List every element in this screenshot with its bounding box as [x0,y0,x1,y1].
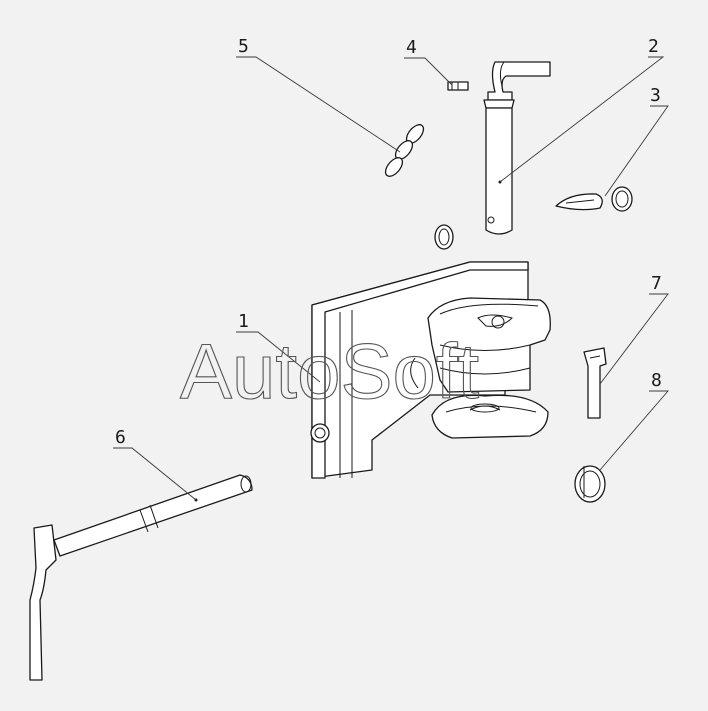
watermark-text: AutoSoft [180,327,480,415]
part-2-locking-pin [483,61,551,235]
callout-8: 8 [651,370,662,391]
part-6-crank-handle [29,474,253,681]
part-4-clip [447,81,469,91]
callout-3: 3 [650,85,661,106]
leader-lines [113,56,669,501]
callout-5: 5 [238,36,249,57]
part-3-cotter-pin-ring [555,186,633,212]
callout-7: 7 [651,273,662,294]
callout-4: 4 [406,37,417,58]
part-1-coupling-body [310,261,551,479]
callout-6: 6 [115,427,126,448]
part-8-spring-clip [574,465,606,503]
callout-2: 2 [648,36,659,57]
callout-1: 1 [238,311,249,332]
part-7-bolt [583,347,607,419]
part-5-chain [384,124,454,250]
